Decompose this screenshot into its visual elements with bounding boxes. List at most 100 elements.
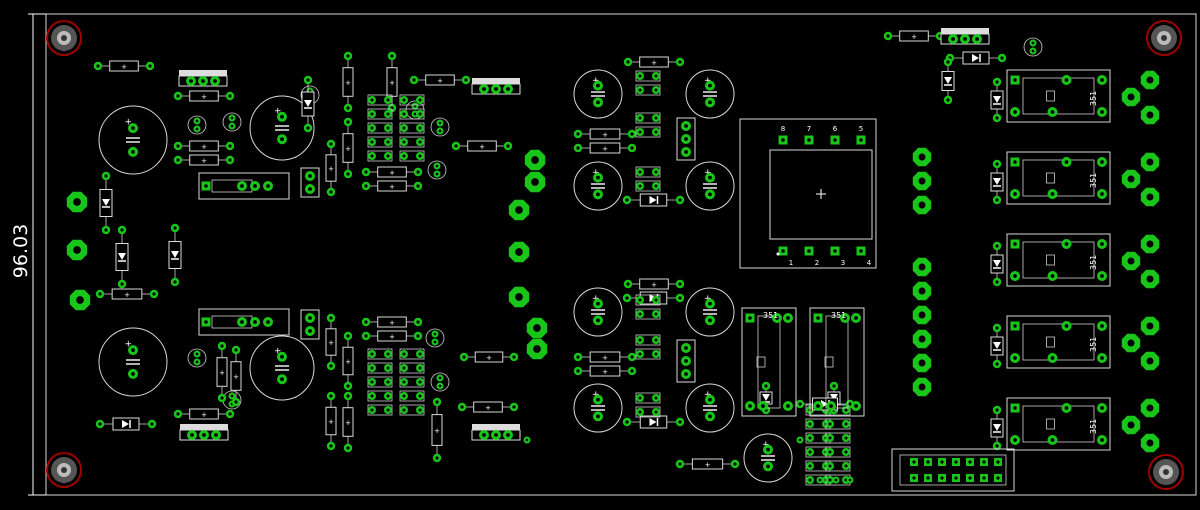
square-pad: [1010, 403, 1020, 413]
resistor: [399, 362, 425, 374]
svg-text:+: +: [389, 319, 395, 327]
terminal-pad: [1140, 269, 1160, 289]
resistors-and-diodes: +++++++++++++++++++++++++++++++++: [93, 30, 1007, 486]
solder-pad: [361, 331, 371, 341]
solder-pad: [593, 394, 603, 405]
terminal-pad: [1140, 316, 1160, 336]
resistor: +: [95, 288, 159, 300]
solder-pad: [451, 141, 461, 151]
transistor: [940, 28, 990, 45]
solder-pad: [198, 76, 208, 86]
svg-text:+: +: [389, 333, 395, 341]
solder-pad: [368, 138, 376, 146]
solder-pad: [627, 352, 637, 362]
solder-pad: [93, 61, 103, 71]
svg-text:+: +: [328, 165, 334, 173]
pin-header: [676, 339, 696, 383]
solder-pad: [826, 434, 834, 442]
solder-pad: [652, 296, 660, 304]
solder-pad: [992, 241, 1002, 251]
electrolytic-capacitor: +: [98, 327, 168, 397]
solder-pad: [436, 382, 444, 390]
diode: [990, 405, 1004, 451]
solder-pad: [1047, 353, 1058, 363]
resistor: +: [623, 56, 685, 68]
solder-pad: [883, 31, 893, 41]
resistor: +: [675, 458, 740, 470]
solder-pad: [826, 476, 834, 484]
solder-pad: [509, 402, 519, 412]
solder-pad: [384, 350, 392, 358]
solder-pad: [384, 138, 392, 146]
resistor: [399, 404, 425, 416]
solder-pad: [681, 134, 691, 144]
solder-pad: [826, 462, 834, 470]
solder-pad: [593, 80, 603, 91]
square-pad: [994, 458, 1002, 466]
solder-pad: [368, 152, 376, 160]
solder-pad: [217, 341, 227, 351]
solder-pad: [1047, 271, 1058, 281]
solder-pad: [413, 181, 423, 191]
solder-pad: [992, 405, 1002, 415]
solder-pad: [573, 366, 583, 376]
small-capacitor: [425, 328, 445, 348]
square-pad: [830, 135, 840, 145]
resistor: [825, 446, 851, 458]
resistor: [399, 108, 425, 120]
solder-pad: [992, 359, 1002, 369]
svg-text:+: +: [434, 427, 440, 435]
diode: [99, 171, 113, 235]
solder-pad: [992, 113, 1002, 123]
solder-pad: [503, 430, 513, 440]
solder-pad: [992, 159, 1002, 169]
svg-text:+: +: [485, 404, 491, 412]
resistor: [825, 460, 851, 472]
svg-text:+: +: [602, 131, 608, 139]
solder-pad: [758, 401, 768, 411]
solder-pad: [806, 448, 814, 456]
terminal-pad: [1140, 105, 1160, 125]
solder-pad: [225, 155, 235, 165]
resistor: [399, 136, 425, 148]
pin-label: 8: [781, 125, 785, 133]
solder-pad: [851, 401, 861, 411]
resistor: [825, 474, 851, 486]
solder-pad: [573, 143, 583, 153]
solder-pad: [277, 134, 287, 145]
solder-pad: [826, 401, 836, 411]
relay: 351: [1006, 397, 1111, 451]
solder-pad: [149, 289, 159, 299]
solder-pad: [813, 401, 823, 411]
solder-pad: [305, 326, 315, 336]
mounting-hole: [1148, 454, 1184, 490]
solder-pad: [277, 111, 287, 122]
solder-pad: [1097, 189, 1107, 199]
square-pad: [745, 313, 755, 323]
solder-pad: [681, 356, 691, 366]
transistor: [471, 78, 521, 95]
terminal-pad: [508, 241, 530, 263]
solder-pad: [231, 345, 241, 355]
resistor: +: [883, 30, 945, 42]
square-pad: [910, 458, 918, 466]
solder-pad: [128, 123, 138, 134]
solder-pad: [842, 462, 850, 470]
solder-pad: [681, 343, 691, 353]
square-pad: [1010, 321, 1020, 331]
solder-pad: [761, 381, 771, 391]
resistor: +: [573, 142, 637, 154]
solder-pad: [361, 317, 371, 327]
solder-pad: [1047, 107, 1058, 117]
solder-pad: [431, 338, 439, 346]
solder-pad: [193, 125, 201, 133]
solder-pad: [343, 51, 353, 61]
diode: [990, 323, 1004, 369]
resistor: +: [342, 391, 354, 453]
solder-pad: [783, 401, 793, 411]
solder-pad: [95, 419, 105, 429]
svg-text:+: +: [602, 368, 608, 376]
solder-pad: [842, 434, 850, 442]
solder-pad: [343, 381, 353, 391]
